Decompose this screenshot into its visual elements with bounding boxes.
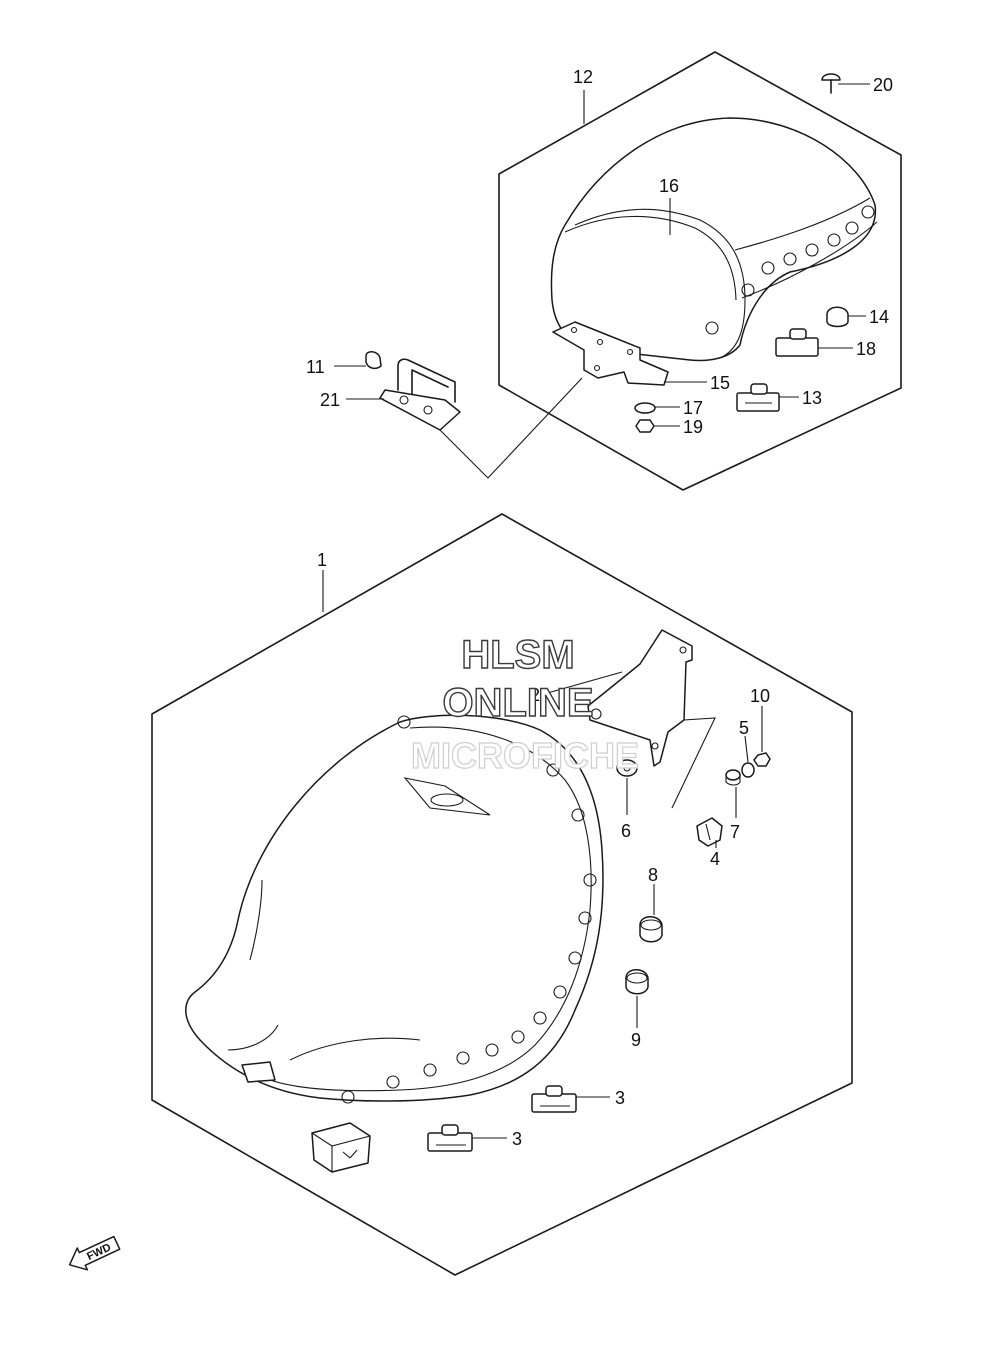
watermark: HLSM ONLINE MICROFICHE (410, 632, 639, 776)
part-17-washer (634, 402, 656, 414)
watermark-line-1: HLSM (461, 633, 574, 677)
callout-2: 2 (530, 685, 540, 705)
watermark-line-2: ONLINE (442, 681, 593, 725)
callout-21: 21 (320, 390, 340, 410)
part-11-bolt (365, 351, 382, 370)
link-line-bracket (671, 717, 716, 809)
pillion-seat (550, 117, 878, 362)
callout-6: 6 (621, 821, 631, 841)
callout-18: 18 (856, 339, 876, 359)
part-3-cushion-b (427, 1124, 473, 1152)
callout-3a: 3 (615, 1088, 625, 1108)
callout-5: 5 (739, 718, 749, 738)
callout-4: 4 (710, 849, 720, 869)
callout-3b: 3 (512, 1129, 522, 1149)
main-seat-group (151, 513, 853, 1276)
callout-1: 1 (317, 550, 327, 570)
part-6-washer (616, 759, 638, 777)
callout-7: 7 (730, 822, 740, 842)
part-5-washer (741, 762, 755, 778)
part-3-cushion-a (531, 1085, 577, 1113)
part-14-cushion (826, 306, 849, 328)
callout-19: 19 (683, 417, 703, 437)
part-20-screw (821, 73, 841, 94)
callout-10: 10 (750, 686, 770, 706)
callout-17: 17 (683, 398, 703, 418)
part-7-collar (725, 769, 741, 786)
callout-15: 15 (710, 373, 730, 393)
callout-14: 14 (869, 307, 889, 327)
part-19-nut (635, 419, 655, 433)
main-seat-hexagon (151, 513, 853, 1276)
fwd-arrow-icon: FWD (68, 1235, 121, 1271)
link-line-handle (439, 377, 583, 479)
callout-labels: 12 20 16 14 18 11 15 21 13 17 19 1 2 10 … (306, 67, 893, 1149)
watermark-line-3: MICROFICHE (411, 735, 639, 776)
callout-11: 11 (306, 357, 325, 377)
part-21-handle (379, 358, 461, 431)
part-8-cushion (639, 916, 663, 943)
part-4-clip (696, 817, 723, 847)
callout-8: 8 (648, 865, 658, 885)
tool-bag (311, 1122, 371, 1173)
part-18-cushion (775, 328, 819, 357)
callout-16: 16 (659, 176, 679, 196)
fwd-label: FWD (85, 1241, 113, 1262)
bracket-2 (587, 629, 693, 767)
part-9-cushion (625, 969, 649, 995)
part-10-nut (753, 752, 771, 767)
callout-20: 20 (873, 75, 893, 95)
rear-seat-group (365, 51, 902, 491)
part-13-cushion (736, 383, 780, 412)
rear-seat-hexagon (498, 51, 902, 491)
callout-12: 12 (573, 67, 593, 87)
rider-seat (185, 714, 604, 1104)
callout-9: 9 (631, 1030, 641, 1050)
bracket-15 (552, 321, 669, 386)
callout-13: 13 (802, 388, 822, 408)
leader-lines (322, 83, 870, 1139)
